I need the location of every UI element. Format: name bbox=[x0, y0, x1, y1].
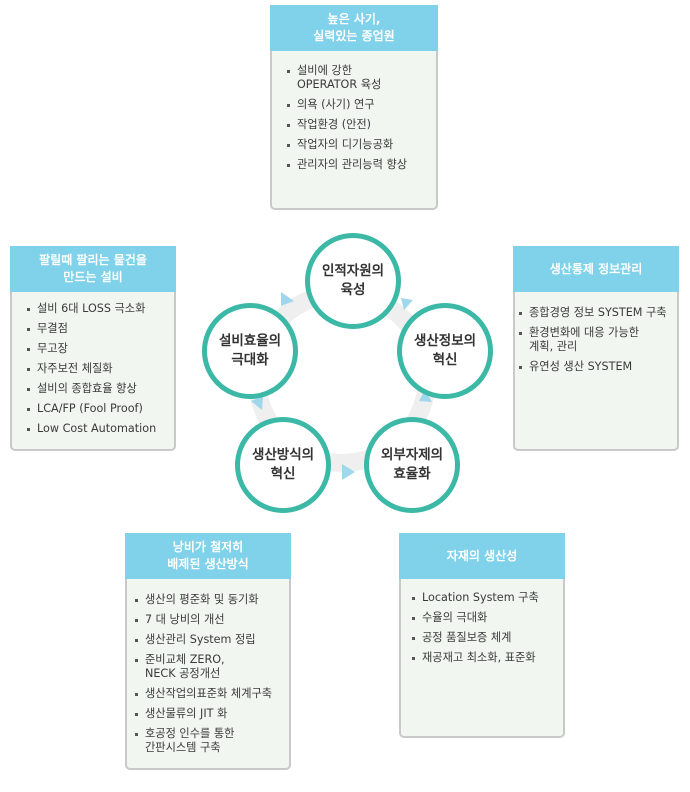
panel-title-line: 생산통제 정보관리 bbox=[549, 261, 643, 276]
panel-right-header: 생산통제 정보관리 bbox=[513, 246, 679, 292]
list-item: LCA/FP (Fool Proof) bbox=[27, 402, 156, 416]
cycle-node-production-information: 생산정보의 혁신 bbox=[397, 303, 493, 399]
node-label-line: 효율화 bbox=[393, 466, 431, 482]
list-item: 생산관리 System 정립 bbox=[135, 633, 272, 647]
list-item: 자주보전 체질화 bbox=[27, 362, 156, 376]
node-label-line: 설비효율의 bbox=[218, 333, 282, 349]
list-item: 설비의 종합효율 향상 bbox=[27, 382, 156, 396]
panel-left bbox=[10, 283, 176, 451]
list-item: Location System 구축 bbox=[412, 591, 539, 605]
node-label-line: 생산방식의 bbox=[251, 447, 315, 463]
list-item: Low Cost Automation bbox=[27, 422, 156, 436]
list-item: 생산물류의 JIT 화 bbox=[135, 707, 272, 721]
list-item: 유연성 생산 SYSTEM bbox=[519, 360, 667, 374]
panel-title-line: 배제된 생산방식 bbox=[167, 557, 249, 571]
panel-bottom-right-header: 자재의 생산성 bbox=[399, 533, 565, 579]
node-label-line: 생산정보의 bbox=[413, 333, 477, 349]
list-item: 7 대 낭비의 개선 bbox=[135, 613, 272, 627]
list-item: 관리자의 관리능력 향상 bbox=[287, 158, 407, 172]
arrow-left-to-top-icon bbox=[281, 292, 294, 306]
panel-title-line: 팔릴때 팔리는 물건을 bbox=[39, 253, 147, 267]
list-item: 무결점 bbox=[27, 322, 156, 336]
cycle-node-external-materials: 외부자제의 효율화 bbox=[364, 417, 460, 513]
node-label-line: 인적자원의 bbox=[321, 263, 385, 279]
node-label-line: 외부자제의 bbox=[380, 447, 444, 463]
arrow-bottom-to-left-icon bbox=[342, 464, 355, 480]
list-item: 수율의 극대화 bbox=[412, 611, 539, 625]
cycle-node-equipment-efficiency: 설비효율의 극대화 bbox=[202, 303, 298, 399]
panel-top bbox=[270, 42, 438, 210]
panel-bottom-right bbox=[399, 570, 565, 738]
list-item: 작업자의 디기능공화 bbox=[287, 138, 407, 152]
panel-bottom-left-header: 낭비가 철저히 배제된 생산방식 bbox=[125, 533, 291, 579]
arrow-top-to-right-icon bbox=[401, 298, 413, 310]
list-item: 생산의 평준화 및 동기화 bbox=[135, 593, 272, 607]
panel-bottom-left-list: 생산의 평준화 및 동기화 7 대 낭비의 개선 생산관리 System 정립 … bbox=[135, 593, 272, 761]
panel-right bbox=[513, 283, 679, 451]
list-item: 작업환경 (안전) bbox=[287, 118, 407, 132]
node-label-line: 극대화 bbox=[231, 352, 269, 368]
node-label-line: 혁신 bbox=[270, 466, 296, 482]
panel-title-line: 높은 사기, bbox=[327, 12, 381, 26]
panel-bottom-right-list: Location System 구축 수율의 극대화 공정 품질보증 체계 재공… bbox=[412, 591, 539, 671]
list-item: 종합경영 정보 SYSTEM 구축 bbox=[519, 306, 667, 320]
arrow-right-to-bottom-icon bbox=[419, 390, 432, 402]
panel-title-line: 만드는 설비 bbox=[63, 270, 123, 284]
list-item: 의욕 (사기) 연구 bbox=[287, 98, 407, 112]
list-item: 설비 6대 LOSS 극소화 bbox=[27, 302, 156, 316]
panel-left-header: 팔릴때 팔리는 물건을 만드는 설비 bbox=[10, 246, 176, 292]
cycle-node-production-method: 생산방식의 혁신 bbox=[235, 417, 331, 513]
node-label-line: 혁신 bbox=[432, 352, 458, 368]
list-item: 생산작업의표준화 체계구축 bbox=[135, 687, 272, 701]
node-label-line: 육성 bbox=[340, 282, 366, 298]
list-item: 준비교체 ZERO,NECK 공정개선 bbox=[135, 653, 272, 681]
arrow-left-up-icon bbox=[251, 396, 263, 410]
list-item: 무고장 bbox=[27, 342, 156, 356]
panel-title-line: 실력있는 종업원 bbox=[313, 29, 395, 43]
cycle-node-human-resources: 인적자원의 육성 bbox=[305, 233, 401, 329]
panel-top-header: 높은 사기, 실력있는 종업원 bbox=[270, 5, 438, 51]
panel-left-list: 설비 6대 LOSS 극소화 무결점 무고장 자주보전 체질화 설비의 종합효율… bbox=[27, 302, 156, 442]
panel-title-line: 자재의 생산성 bbox=[446, 548, 518, 563]
list-item: 공정 품질보증 체계 bbox=[412, 631, 539, 645]
panel-title-line: 낭비가 철저히 bbox=[172, 540, 244, 554]
list-item: 재공재고 최소화, 표준화 bbox=[412, 651, 539, 665]
